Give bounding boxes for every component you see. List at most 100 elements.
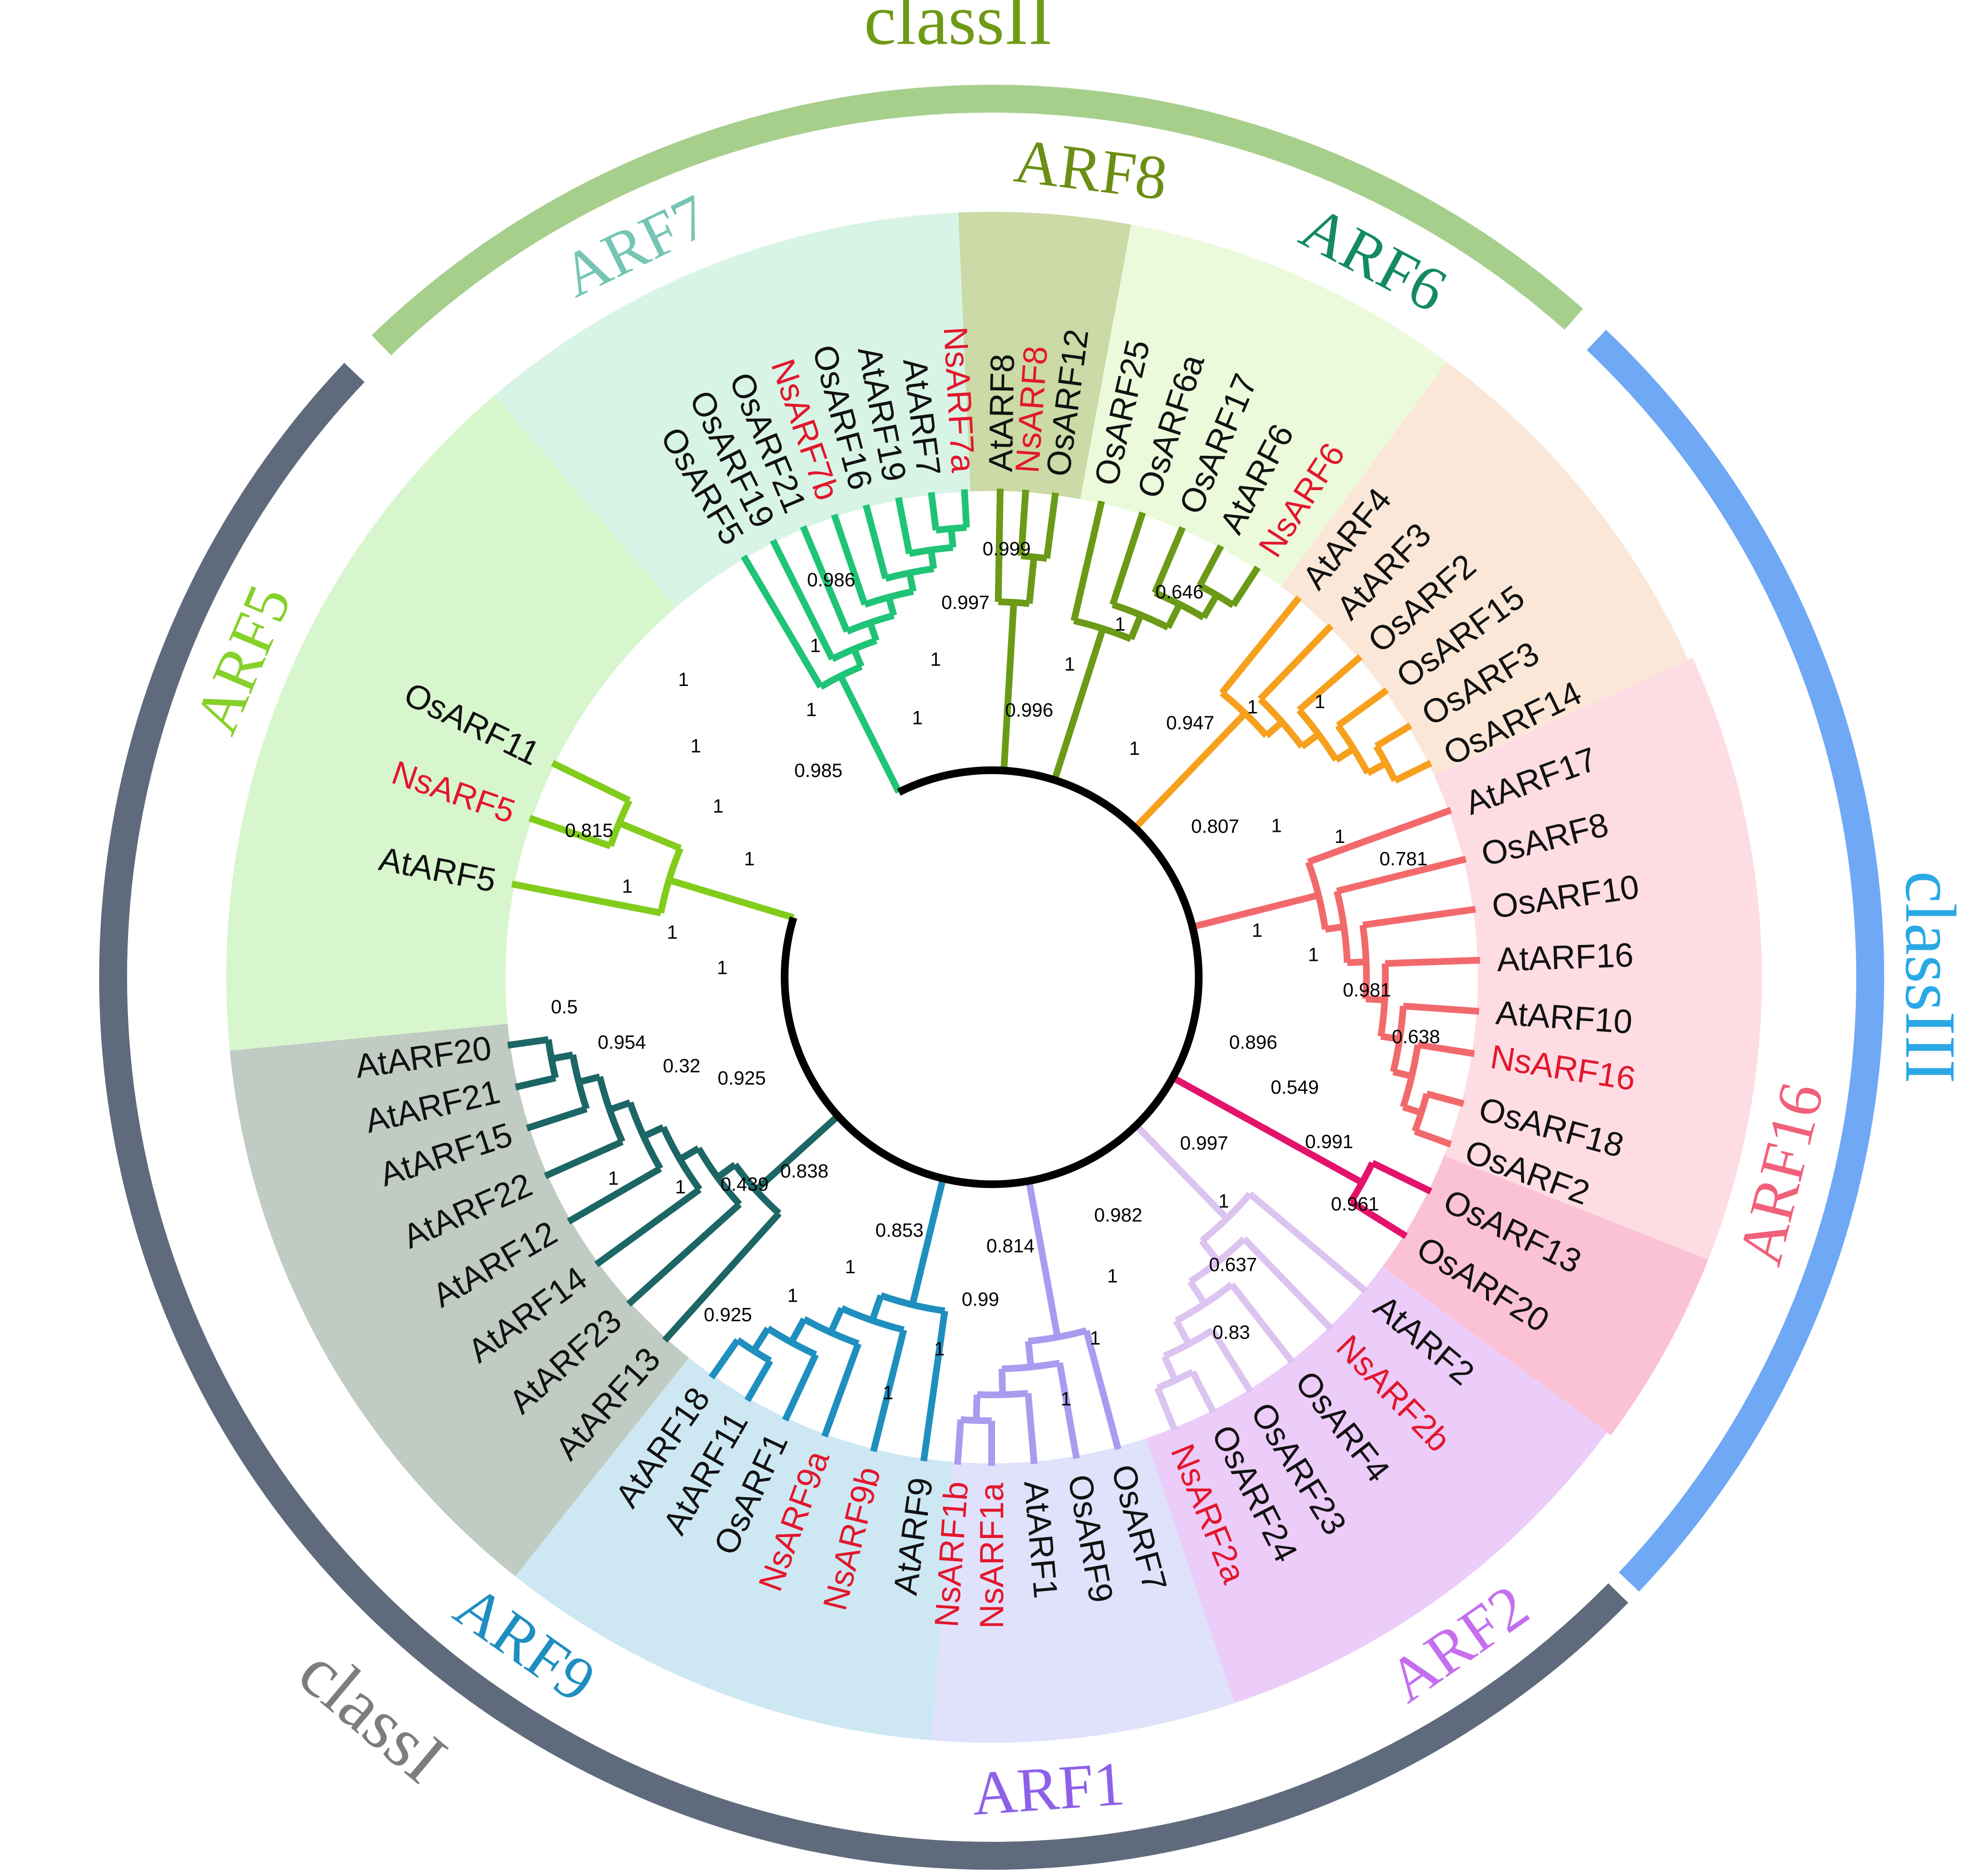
group-sector-arf5 [226, 395, 676, 1051]
group-sector-unlabeled-9 [230, 1023, 689, 1577]
bootstrap-value-36: 0.814 [986, 1236, 1035, 1257]
branch-stem-8-0 [869, 1294, 884, 1322]
bootstrap-value-16: 0.807 [1191, 816, 1239, 837]
branch-arc-7-1 [1002, 1359, 1061, 1372]
bootstrap-value-40: 0.853 [875, 1220, 923, 1241]
branch-tip-1-1 [1018, 489, 1029, 556]
bootstrap-value-18: 1 [1334, 826, 1345, 847]
branch-tip-1-2 [1049, 492, 1059, 513]
tip-label-nsarf1a-7-3: NsARF1a [973, 1483, 1010, 1629]
branch-stem-4-4 [1392, 1068, 1413, 1080]
branch-stem-7-2 [972, 1394, 981, 1421]
bootstrap-value-41: 1 [845, 1256, 855, 1278]
branch-stem-2-1 [1165, 603, 1183, 629]
branch-tip-7-2 [1024, 1393, 1038, 1464]
bootstrap-value-11: 0.646 [1155, 582, 1203, 603]
branch-tip-3-5 [1412, 760, 1433, 775]
branch-stem-6-1 [1187, 1280, 1208, 1306]
branch-tip-9-2 [594, 1187, 702, 1268]
branch-group-stem-9 [753, 1113, 841, 1193]
branch-tip-6-3 [1209, 1328, 1254, 1394]
branch-tip-9-4 [543, 1139, 624, 1179]
branch-group-stem-7 [1025, 1180, 1061, 1338]
bootstrap-value-12: 1 [1129, 738, 1140, 759]
branch-tip-0-6 [928, 492, 940, 531]
branch-arc-0-6 [935, 524, 967, 534]
class-ring-classi [99, 362, 1629, 1870]
branch-stem-8-2 [788, 1317, 807, 1344]
bootstrap-value-27: 0.961 [1331, 1194, 1379, 1215]
branch-stem-0-1 [867, 621, 880, 642]
bootstrap-value-25: 0.549 [1271, 1077, 1319, 1098]
branch-tip-7-1 [1056, 1362, 1080, 1459]
branch-tip-8-4 [744, 1359, 774, 1402]
bootstrap-value-2: 1 [810, 635, 821, 656]
branch-tip-8-5 [709, 1359, 725, 1380]
bootstrap-value-37: 0.99 [962, 1289, 999, 1310]
bootstrap-value-13: 0.947 [1166, 712, 1214, 734]
bootstrap-value-20: 1 [1252, 920, 1262, 941]
branch-arc-3-2 [1296, 708, 1339, 762]
branch-stem-0-0 [851, 647, 865, 668]
branch-arc-5-0 [1348, 1161, 1376, 1204]
branch-stem-1-0 [1026, 556, 1037, 604]
branch-tip-0-4 [863, 504, 889, 580]
group-sector-unlabeled-3 [1281, 362, 1688, 776]
branch-group-stem-2 [1051, 627, 1106, 781]
group-sector-arf7 [494, 212, 970, 608]
branch-tip-0-1 [770, 539, 836, 661]
branch-group-stem-0 [837, 674, 902, 794]
branch-arc-1-0 [998, 598, 1030, 607]
bootstrap-value-35: 1 [1061, 1388, 1071, 1410]
branch-tip-4-7 [1431, 1134, 1452, 1148]
bootstrap-value-55: 0.815 [565, 820, 613, 841]
branch-stem-9-0 [715, 1162, 737, 1180]
branch-tip-9-3 [567, 1165, 662, 1225]
branch-stem-7-0 [1025, 1341, 1035, 1368]
bootstrap-value-23: 0.638 [1392, 1026, 1440, 1048]
branch-tip-3-2 [1296, 654, 1363, 713]
branch-tip-4-1 [1336, 855, 1467, 894]
bootstrap-value-17: 1 [1271, 815, 1281, 836]
branch-stem-4-0 [1324, 923, 1345, 933]
branch-group-stem-8 [909, 1177, 946, 1306]
branch-tip-2-0 [1071, 500, 1105, 622]
branch-tip-9-1 [626, 1202, 742, 1307]
branch-stem-9-6 [526, 1036, 549, 1046]
class-ring-classiii [1587, 330, 1884, 1592]
bootstrap-value-14: 1 [1247, 697, 1258, 718]
branch-tip-10-0 [511, 880, 662, 917]
branch-stem-6-4 [1154, 1386, 1171, 1414]
branch-stem-3-3 [1366, 760, 1388, 776]
bootstrap-value-59: 1 [678, 669, 689, 690]
branch-tip-2-4 [1244, 565, 1261, 586]
branch-stem-2-2 [1201, 593, 1220, 620]
branch-tip-9-7 [507, 1039, 528, 1049]
branch-tip-6-1 [1242, 1236, 1334, 1331]
tip-label-atarf16-4-3: AtARF16 [1496, 936, 1634, 978]
branch-stem-3-2 [1334, 746, 1356, 763]
branch-tip-0-5 [895, 497, 913, 555]
branch-group-stem-1 [1000, 602, 1017, 771]
bootstrap-value-31: 0.83 [1213, 1322, 1250, 1343]
branch-stem-5-0 [1349, 1199, 1392, 1229]
branch-stem-8-3 [750, 1326, 771, 1353]
branch-stem-6-0 [1199, 1238, 1221, 1264]
branch-stem-2-3 [1230, 582, 1250, 608]
tree-root-arc [781, 766, 1203, 1188]
branch-tip-9-0 [662, 1211, 782, 1343]
bootstrap-value-5: 1 [931, 649, 941, 670]
bootstrap-value-24: 0.896 [1229, 1032, 1277, 1053]
bootstrap-value-32: 0.982 [1094, 1204, 1142, 1226]
branch-tip-8-3 [782, 1353, 819, 1422]
group-sector-unlabeled-5 [1382, 1155, 1708, 1436]
branch-arc-6-4 [1156, 1369, 1194, 1391]
group-sector-arf6 [1080, 224, 1447, 587]
bootstrap-value-19: 0.781 [1379, 849, 1427, 870]
group-label-arf8: ARF8 [1010, 126, 1171, 214]
branch-group-stem-10 [668, 877, 795, 921]
bootstrap-value-44: 0.838 [780, 1161, 828, 1182]
bootstrap-value-21: 1 [1308, 944, 1319, 965]
